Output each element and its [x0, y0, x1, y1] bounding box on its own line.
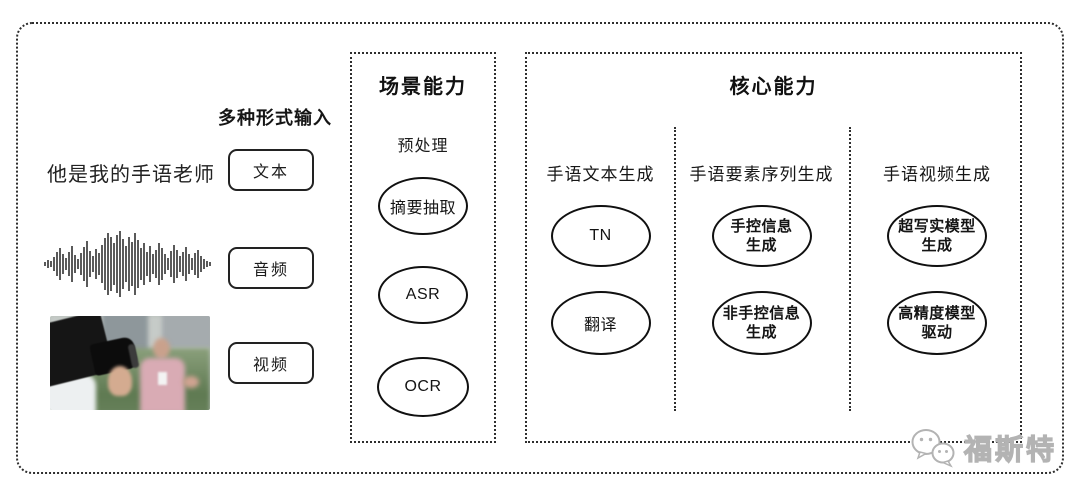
- column-header: 手语要素序列生成: [689, 165, 834, 184]
- photo-microphone: [158, 372, 167, 385]
- photo-reporter-hand: [183, 376, 199, 388]
- watermark-text: 福斯特: [963, 433, 1058, 465]
- node-label: 摘要抽取: [389, 200, 456, 217]
- photo-reporter-head: [153, 338, 170, 359]
- input-type-audio-box: 音频: [228, 247, 314, 289]
- scene-capability-box: 场景能力 预处理 摘要抽取 ASR OCR: [350, 52, 496, 443]
- column-header: 手语文本生成: [546, 165, 655, 184]
- chat-bubbles-icon: [911, 429, 955, 468]
- node-tn: TN: [550, 205, 651, 267]
- node-label: TN: [589, 227, 612, 244]
- node-label: ASR: [405, 286, 441, 303]
- watermark: 福斯特: [910, 426, 1057, 470]
- preprocessing-label: 预处理: [397, 138, 449, 155]
- node-label: 翻译: [583, 317, 617, 334]
- node-hyperrealistic-model-generation: 超写实模型 生成: [887, 205, 987, 267]
- input-type-video-label: 视频: [252, 357, 289, 374]
- node-label-line2: 生成: [921, 237, 953, 254]
- column-divider: [849, 127, 851, 411]
- sample-sentence-text: 他是我的手语老师: [47, 164, 215, 186]
- scene-capability-title: 场景能力: [379, 76, 467, 98]
- video-thumbnail-photo: [50, 316, 210, 410]
- core-capability-box: 核心能力 手语文本生成 TN 翻译 手语要素序列生成 手控信息 生成 非手控信息…: [525, 52, 1022, 443]
- photo-building: [162, 316, 210, 348]
- node-summary-extraction: 摘要抽取: [378, 177, 468, 235]
- node-label-line1: 手控信息: [730, 217, 793, 235]
- column-divider: [674, 127, 676, 411]
- column-header: 手语视频生成: [883, 165, 991, 184]
- node-asr: ASR: [378, 266, 468, 324]
- input-type-video-box: 视频: [228, 342, 314, 384]
- photo-cameraman-hand: [108, 366, 132, 396]
- input-type-audio-label: 音频: [252, 262, 289, 279]
- input-type-text-box: 文本: [228, 149, 314, 191]
- node-label: OCR: [404, 378, 442, 395]
- node-high-precision-model-driving: 高精度模型 驱动: [887, 291, 987, 355]
- audio-waveform: [44, 231, 211, 297]
- node-label-line1: 非手控信息: [722, 304, 801, 322]
- input-section-title: 多种形式输入: [218, 108, 332, 128]
- node-label-line1: 高精度模型: [898, 304, 976, 322]
- node-label-line2: 生成: [745, 324, 777, 341]
- node-translation: 翻译: [550, 291, 651, 355]
- core-capability-title: 核心能力: [729, 76, 818, 98]
- input-type-text-label: 文本: [252, 164, 289, 181]
- node-ocr: OCR: [377, 357, 469, 417]
- node-non-manual-info-generation: 非手控信息 生成: [711, 291, 812, 355]
- node-label-line2: 生成: [745, 237, 777, 254]
- node-label-line1: 超写实模型: [898, 217, 976, 235]
- outer-dotted-frame: [16, 22, 1064, 474]
- node-label-line2: 驱动: [921, 324, 953, 341]
- node-manual-info-generation: 手控信息 生成: [711, 205, 812, 267]
